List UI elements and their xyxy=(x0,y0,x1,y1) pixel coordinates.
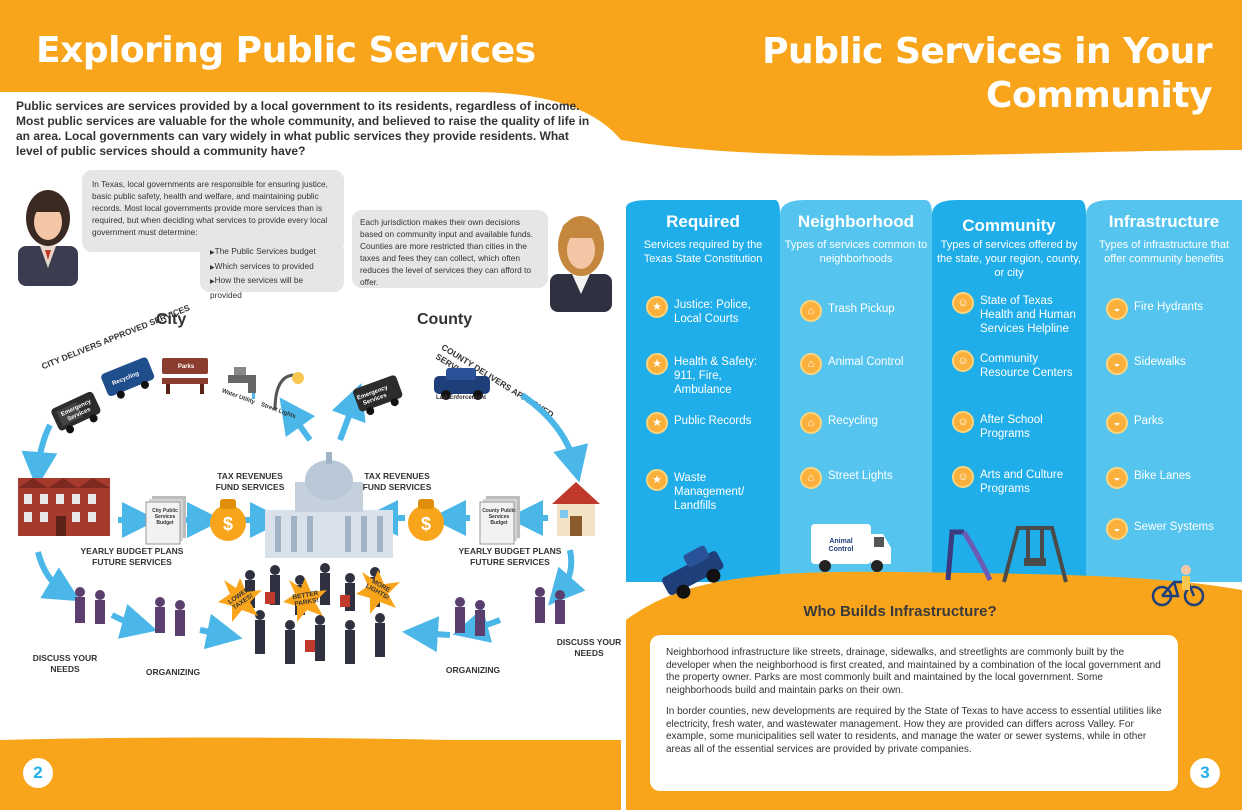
list-item: ⌂Animal Control xyxy=(800,353,926,375)
hardhat-icon: ◒ xyxy=(1106,353,1128,375)
bubble-left-text: In Texas, local governments are responsi… xyxy=(92,179,328,237)
column-heading: Required xyxy=(666,212,740,231)
house-icon: ⌂ xyxy=(800,353,822,375)
city-heading: City xyxy=(156,311,187,328)
star-icon: ★ xyxy=(646,296,668,318)
hardhat-icon: ◒ xyxy=(1106,412,1128,434)
list-item: ⌂Recycling xyxy=(800,412,926,434)
list-item: ☺Community Resource Centers xyxy=(952,350,1080,380)
list-item: ◒Parks xyxy=(1106,412,1236,434)
hardhat-icon: ◒ xyxy=(1106,467,1128,489)
list-item: ☺State of Texas Health and Human Service… xyxy=(952,292,1080,336)
intro-paragraph: Public services are services provided by… xyxy=(16,99,590,158)
city-budget-doc-label: City Public Services Budget xyxy=(152,508,178,526)
discuss-needs-right-label: DISCUSS YOUR NEEDS xyxy=(556,637,622,658)
right-page-illustrations xyxy=(662,524,1205,607)
people-icon: ☺ xyxy=(952,466,974,488)
bubble-right-text: Each jurisdiction makes their own decisi… xyxy=(360,217,533,287)
budget-plans-right-label: YEARLY BUDGET PLANS FUTURE SERVICES xyxy=(458,546,562,567)
people-icon: ☺ xyxy=(952,411,974,433)
svg-text:$: $ xyxy=(223,514,233,534)
column-heading: Community xyxy=(962,216,1056,235)
list-item: ⌂Street Lights xyxy=(800,467,926,489)
county-heading: County xyxy=(417,311,473,328)
parks-label: Parks xyxy=(177,364,195,370)
house-icon: ⌂ xyxy=(800,300,822,322)
tax-revenues-left-label: TAX REVENUES FUND SERVICES xyxy=(215,471,285,492)
list-item: ★Public Records xyxy=(646,412,774,434)
house-icon: ⌂ xyxy=(800,412,822,434)
list-item: ★Waste Management/ Landfills xyxy=(646,469,774,513)
list-item: The Public Services budget xyxy=(210,245,334,260)
list-item: ◒Sewer Systems xyxy=(1106,518,1236,540)
list-item: ◒Fire Hydrants xyxy=(1106,298,1236,320)
people-icon: ☺ xyxy=(952,292,974,314)
list-item: ⌂Trash Pickup xyxy=(800,300,926,322)
list-item: ☺After School Programs xyxy=(952,411,1080,441)
page-number-left: 2 xyxy=(23,758,53,788)
discuss-needs-left-label: DISCUSS YOUR NEEDS xyxy=(32,653,98,674)
services-decision-list: The Public Services budget Which service… xyxy=(210,245,334,301)
left-page-title: Exploring Public Services xyxy=(36,30,536,71)
speech-bubble-left: In Texas, local governments are responsi… xyxy=(82,170,344,252)
column-community: Community Types of services offered by t… xyxy=(932,202,1086,582)
list-item: How the services will be provided xyxy=(210,274,334,301)
column-heading: Infrastructure xyxy=(1108,212,1220,231)
column-subtitle: Types of services offered by the state, … xyxy=(936,239,1082,279)
who-builds-paragraph-2: In border counties, new developments are… xyxy=(666,706,1162,755)
people-icon: ☺ xyxy=(952,350,974,372)
column-infrastructure: Infrastructure Types of infrastructure t… xyxy=(1086,202,1242,582)
speech-bubble-left-list: The Public Services budget Which service… xyxy=(200,240,344,300)
who-builds-textbox: Neighborhood infrastructure like streets… xyxy=(650,635,1178,791)
column-subtitle: Services required by the Texas State Con… xyxy=(643,239,763,265)
speech-bubble-right: Each jurisdiction makes their own decisi… xyxy=(352,210,548,288)
organizing-left-label: ORGANIZING xyxy=(145,667,201,677)
tax-revenues-right-label: TAX REVENUES FUND SERVICES xyxy=(362,471,432,492)
star-icon: ★ xyxy=(646,412,668,434)
column-subtitle: Types of services common to neighborhood… xyxy=(784,239,928,265)
page-number-right: 3 xyxy=(1190,758,1220,788)
list-item: Which services to provided xyxy=(210,260,334,275)
law-enforcement-label: Law Enforcement xyxy=(435,395,486,401)
star-icon: ★ xyxy=(646,469,668,491)
right-title-line1: Public Services in Your xyxy=(762,31,1212,72)
star-icon: ★ xyxy=(646,353,668,375)
who-builds-paragraph-1: Neighborhood infrastructure like streets… xyxy=(666,647,1161,696)
column-heading: Neighborhood xyxy=(797,212,915,231)
column-neighborhood: Neighborhood Types of services common to… xyxy=(780,202,932,582)
county-budget-doc-label: County Public Services Budget xyxy=(482,508,516,526)
list-item: ◒Sidewalks xyxy=(1106,353,1236,375)
column-required: Required Services required by the Texas … xyxy=(626,202,780,582)
animal-control-van-label: Animal Control xyxy=(828,538,854,553)
budget-plans-left-label: YEARLY BUDGET PLANS FUTURE SERVICES xyxy=(80,546,184,567)
hardhat-icon: ◒ xyxy=(1106,298,1128,320)
list-item: ◒Bike Lanes xyxy=(1106,467,1236,489)
organizing-right-label: ORGANIZING xyxy=(445,665,501,675)
woman-avatar-right-icon xyxy=(550,216,612,312)
column-subtitle: Types of infrastructure that offer commu… xyxy=(1098,239,1230,265)
svg-text:$: $ xyxy=(421,514,431,534)
list-item: ★Health & Safety: 911, Fire, Ambulance xyxy=(646,353,774,397)
list-item: ★Justice: Police, Local Courts xyxy=(646,296,774,326)
right-title-line2: Community xyxy=(986,75,1212,116)
hardhat-icon: ◒ xyxy=(1106,518,1128,540)
list-item: ☺Arts and Culture Programs xyxy=(952,466,1080,496)
services-cycle-diagram: $ $ xyxy=(18,357,600,664)
woman-avatar-icon xyxy=(18,190,78,286)
who-builds-heading: Who Builds Infrastructure? xyxy=(803,603,997,620)
house-icon: ⌂ xyxy=(800,467,822,489)
right-page-title: Public Services in Your Community xyxy=(740,30,1212,118)
